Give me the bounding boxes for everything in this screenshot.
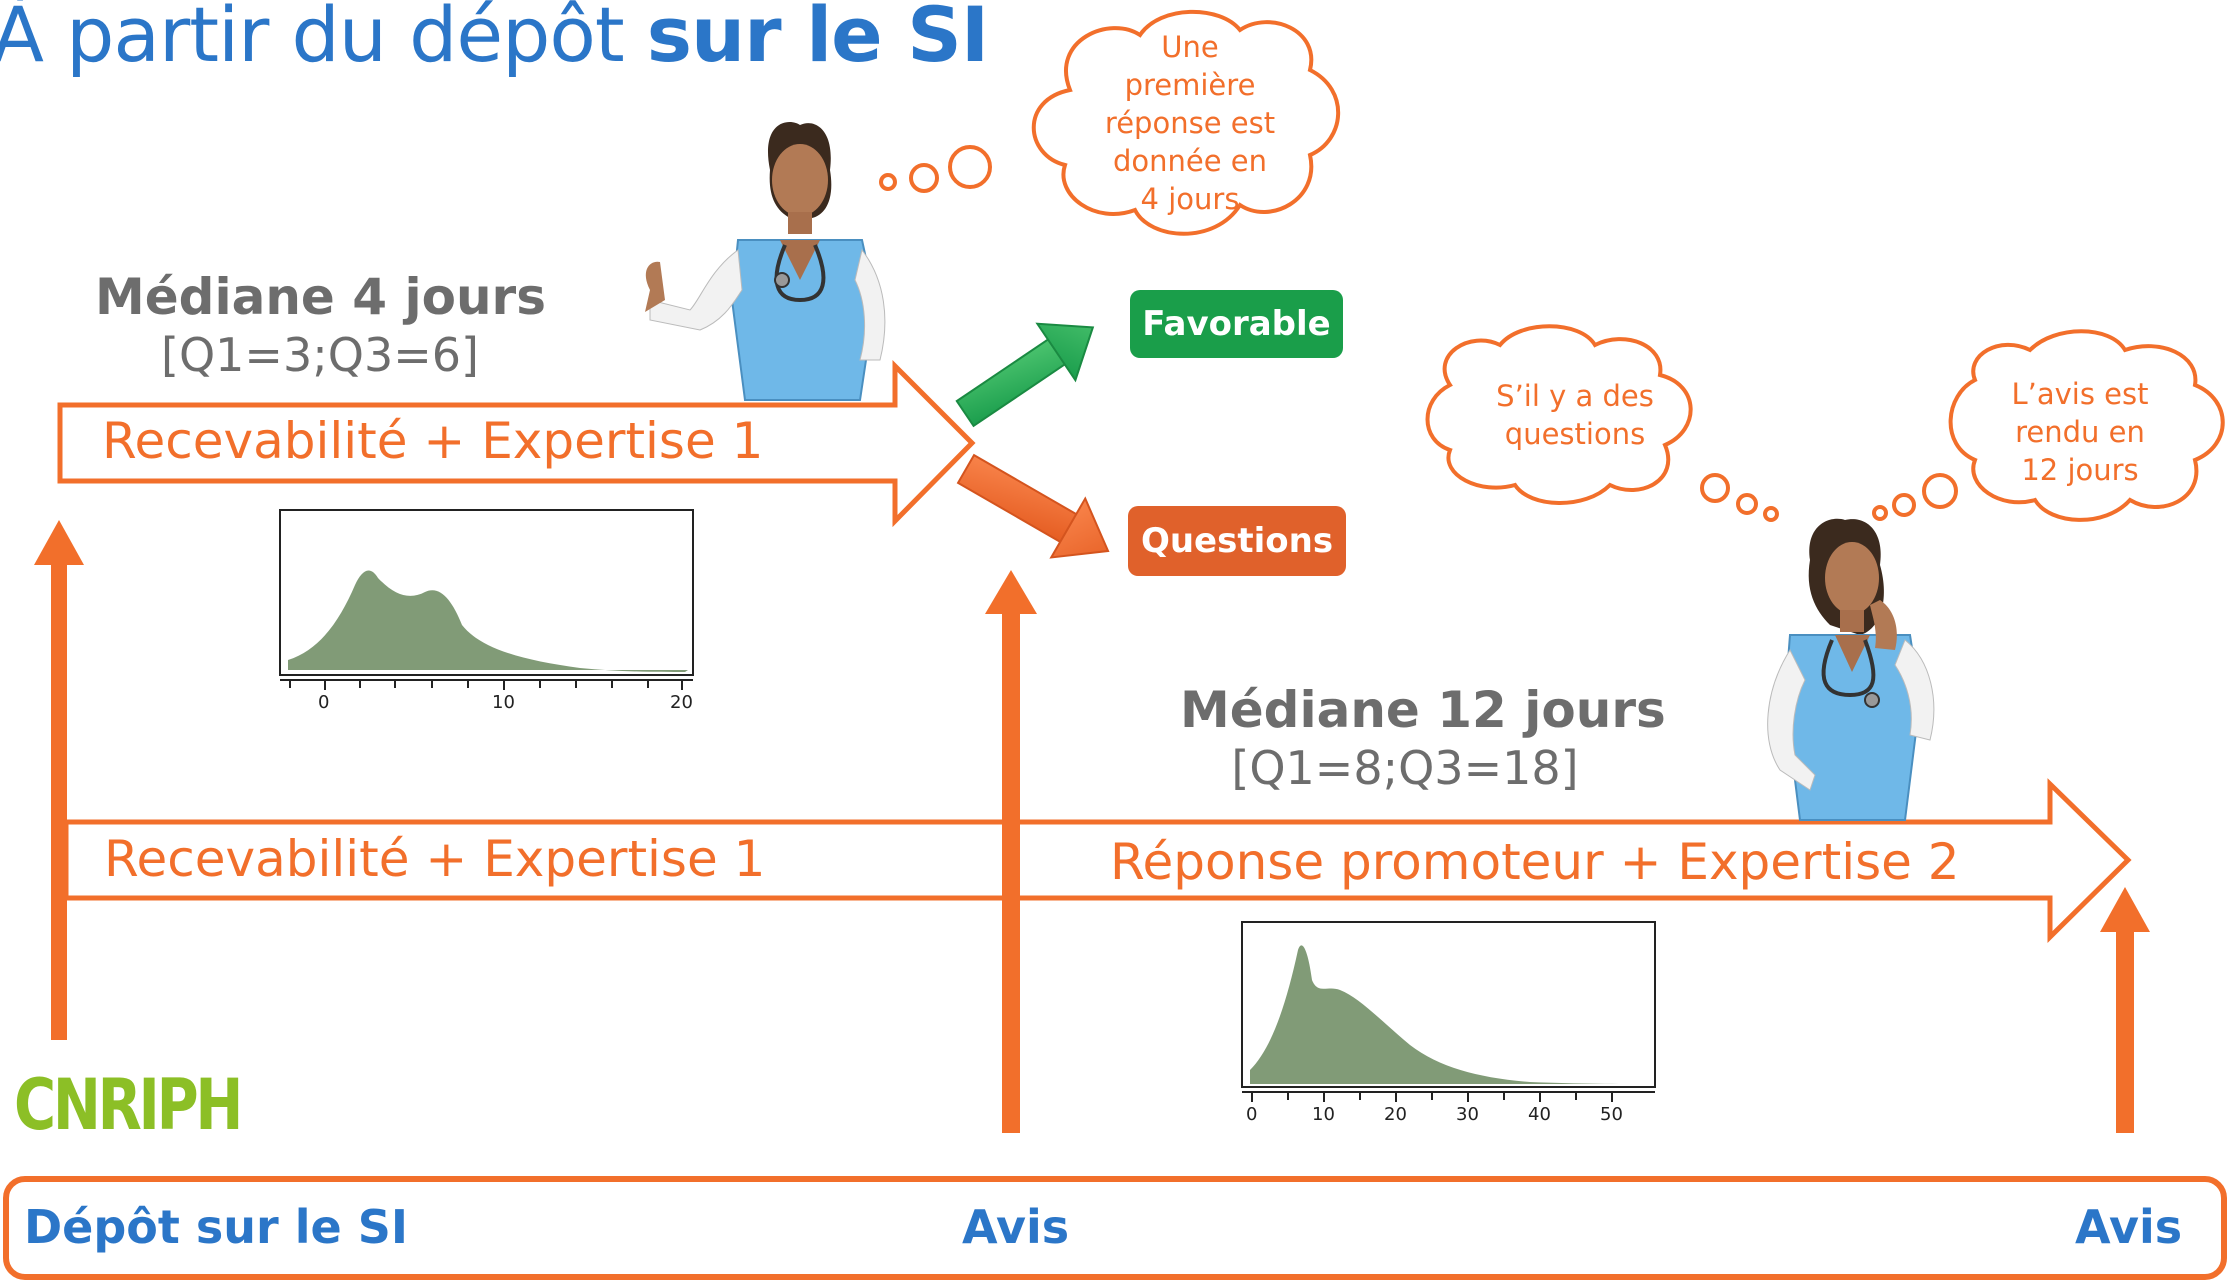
phase2-median-block: Médiane 12 jours [Q1=8;Q3=18] [1180, 680, 1666, 796]
favorable-arrow [955, 322, 1095, 428]
up-arrow-end [2100, 887, 2150, 1133]
thought-text-top: Une première réponse est donnée en 4 jou… [1104, 30, 1276, 216]
hist2-tick-30: 30 [1456, 1104, 1479, 1125]
histogram-phase2-density [1250, 945, 1650, 1084]
thought-text-result: L’avis est rendu en 12 jours [2011, 377, 2149, 487]
hist2-tick-20: 20 [1384, 1104, 1407, 1125]
hist2-tick-0: 0 [1246, 1104, 1257, 1125]
phase2-arrow-label-right: Réponse promoteur + Expertise 2 [1110, 833, 1960, 891]
favorable-badge: Favorable [1130, 290, 1343, 358]
title-bold: sur le SI [646, 0, 989, 79]
up-arrow-mid [985, 570, 1037, 1133]
up-arrow-start [34, 520, 84, 1040]
nurse-thinking-illustration [1767, 518, 1935, 821]
phase1-median: Médiane 4 jours [95, 268, 546, 326]
nurse-thumbs-up-illustration [645, 122, 886, 401]
thought-cloud-questions [1425, 324, 1779, 522]
phase2-arrow [63, 778, 2132, 943]
hist1-tick-20: 20 [670, 692, 693, 713]
phase2-quartiles: [Q1=8;Q3=18] [1231, 741, 1579, 795]
thought-cloud-result [1872, 329, 2225, 522]
timeline-bar [3, 1176, 2227, 1280]
timeline-start-label: Dépôt sur le SI [24, 1200, 408, 1254]
phase1-arrow-label: Recevabilité + Expertise 1 [102, 412, 764, 470]
timeline-end-label: Avis [2075, 1200, 2183, 1254]
timeline-mid-label: Avis [962, 1200, 1070, 1254]
phase1-arrow [57, 359, 976, 528]
hist2-tick-50: 50 [1600, 1104, 1623, 1125]
cnriph-logo: CNRIPH [14, 1064, 243, 1146]
phase2-arrow-label-left: Recevabilité + Expertise 1 [104, 830, 766, 888]
hist1-tick-10: 10 [492, 692, 515, 713]
hist1-tick-0: 0 [318, 692, 329, 713]
histogram-phase1-density [288, 570, 688, 672]
page-title: À partir du dépôt sur le SI [0, 0, 989, 79]
hist2-tick-10: 10 [1312, 1104, 1335, 1125]
phase1-quartiles: [Q1=3;Q3=6] [161, 328, 479, 382]
questions-badge: Questions [1128, 506, 1346, 576]
histogram-phase2: 0 10 20 30 40 50 [1241, 921, 1656, 1125]
title-prefix: À partir du dépôt [0, 0, 647, 79]
thought-text-questions: S’il y a des questions [1496, 379, 1654, 451]
phase2-median: Médiane 12 jours [1180, 681, 1666, 739]
hist2-tick-40: 40 [1528, 1104, 1551, 1125]
phase1-median-block: Médiane 4 jours [Q1=3;Q3=6] [95, 267, 546, 383]
questions-arrow [956, 453, 1110, 559]
thought-cloud-top [879, 9, 1341, 236]
histogram-phase1: 0 10 20 [279, 509, 694, 713]
